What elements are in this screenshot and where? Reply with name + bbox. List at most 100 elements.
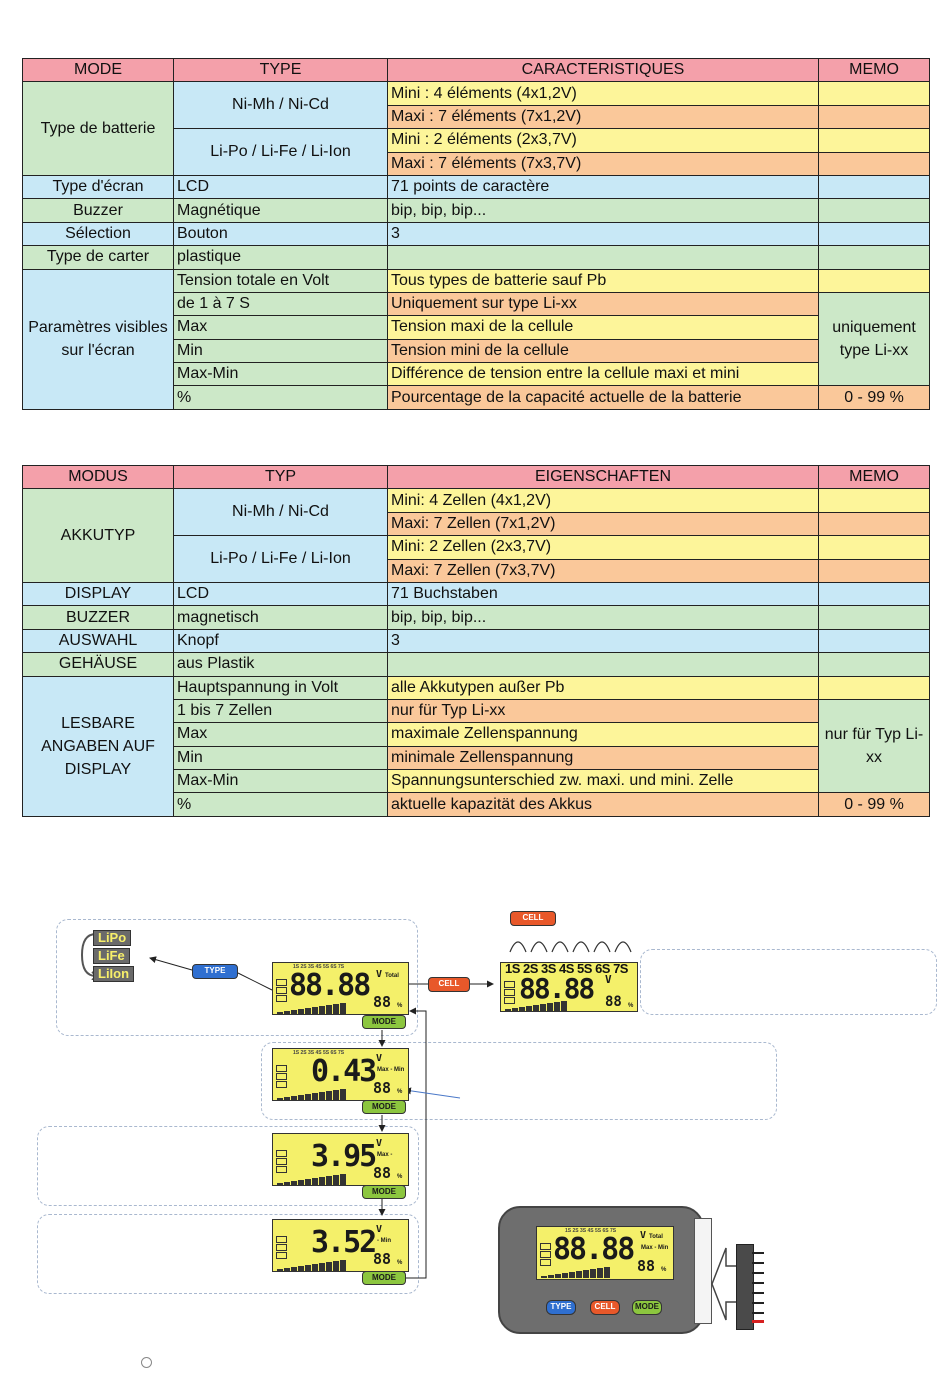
param-carac-cell: maximale Zellenspannung xyxy=(387,722,819,747)
nimh-min-cell: Mini: 4 Zellen (4x1,2V) xyxy=(387,488,819,513)
screen-percent-sign: % xyxy=(397,1003,403,1009)
param-type-cell: % xyxy=(173,792,388,817)
spec-table-de: MODUS TYP EIGENSCHAFTEN MEMO AKKUTYP Ni-… xyxy=(22,464,930,817)
mode-cell: GEHÄUSE xyxy=(22,652,174,677)
screen-value: 88.88 xyxy=(289,968,371,1003)
cell-button-top[interactable]: CELL xyxy=(510,911,556,926)
screen-percent-sign: % xyxy=(397,1174,403,1180)
screen-percent: 88 xyxy=(373,1079,392,1097)
table-row: LESBARE ANGABEN AUF DISPLAY Hauptspannun… xyxy=(22,675,930,817)
param-carac-cell: Différence de tension entre la cellule m… xyxy=(387,362,819,387)
type-cell: plastique xyxy=(173,245,388,270)
memo-cell xyxy=(818,558,930,583)
param-type-cell: Max xyxy=(173,722,388,747)
param-carac-cell: Pourcentage de la capacité actuelle de l… xyxy=(387,385,819,410)
param-carac-cell: Tous types de batterie sauf Pb xyxy=(387,268,819,293)
header-mode: MODUS xyxy=(22,464,174,490)
cell-indicator-row: 1S 2S 3S 4S 5S 6S 7S xyxy=(293,964,345,970)
battery-checker-device: 1S 2S 3S 4S 5S 6S 7S 88.88 V Total Max -… xyxy=(498,1206,704,1334)
annotation-box-maxmin xyxy=(261,1042,777,1120)
type-button[interactable]: TYPE xyxy=(192,964,238,979)
screen-percent: 88 xyxy=(373,993,392,1011)
lcd-screen-maxmin: 1S 2S 3S 4S 5S 6S 7S 0.43 V Max - Min 88… xyxy=(272,1048,409,1101)
table-row: Sélection Bouton 3 xyxy=(22,221,930,247)
screen-percent-sign: % xyxy=(397,1260,403,1266)
param-type-cell: de 1 à 7 S xyxy=(173,291,388,317)
lipo-min-cell: Mini: 2 Zellen (2x3,7V) xyxy=(387,535,819,560)
screen-unit: V xyxy=(605,973,612,986)
chem-label-liion: LiIon xyxy=(93,966,135,982)
params-mode-cell: Paramètres visibles sur l'écran xyxy=(22,268,174,410)
table-row: % Pourcentage de la capacité actuelle de… xyxy=(23,385,930,410)
mode-button[interactable]: MODE xyxy=(362,1015,406,1029)
cell-indicator-row: 1S 2S 3S 4S 5S 6S 7S xyxy=(293,1050,345,1056)
table-row: de 1 à 7 S Uniquement sur type Li-xx uni… xyxy=(23,291,930,387)
carac-cell: 3 xyxy=(387,221,819,247)
memo-li-cell: uniquement type Li-xx xyxy=(818,291,930,387)
header-memo: MEMO xyxy=(818,464,930,490)
nimh-type-cell: Ni-Mh / Ni-Cd xyxy=(173,488,388,537)
param-type-cell: Min xyxy=(173,745,388,771)
lcd-screen-device: 1S 2S 3S 4S 5S 6S 7S 88.88 V Total Max -… xyxy=(536,1226,674,1280)
spec-table-fr: MODE TYPE CARACTERISTIQUES MEMO Type de … xyxy=(22,57,930,410)
param-carac-cell: nur für Typ Li-xx xyxy=(387,698,819,724)
param-type-cell: % xyxy=(173,385,388,410)
annotation-box-cell xyxy=(640,949,937,1015)
params-mode-cell: LESBARE ANGABEN AUF DISPLAY xyxy=(22,675,174,817)
header-type: TYPE xyxy=(173,57,388,83)
screen-unit: V xyxy=(376,1224,383,1235)
memo-cell xyxy=(818,628,930,654)
param-carac-cell: Tension mini de la cellule xyxy=(387,338,819,364)
screen-label: - Min xyxy=(377,1238,391,1244)
table-row: AUSWAHL Knopf 3 xyxy=(22,628,930,654)
param-type-cell: Hauptspannung in Volt xyxy=(173,675,388,700)
header-mode: MODE xyxy=(22,57,174,83)
table-row: Li-Po / Li-Fe / Li-Ion Mini: 2 Zellen (2… xyxy=(23,535,930,583)
table-header-row: MODE TYPE CARACTERISTIQUES MEMO xyxy=(22,57,930,83)
device-mode-button[interactable]: MODE xyxy=(632,1300,662,1315)
table-row: Buzzer Magnétique bip, bip, bip... xyxy=(22,198,930,223)
type-cell: magnetisch xyxy=(173,605,388,630)
nimh-max-cell: Maxi: 7 Zellen (7x1,2V) xyxy=(387,511,819,537)
battery-icons xyxy=(276,979,287,1002)
battery-icons xyxy=(504,981,515,1004)
screen-unit: V xyxy=(376,1138,383,1149)
capacity-bars xyxy=(277,1003,346,1014)
device-cell-button[interactable]: CELL xyxy=(590,1300,620,1315)
screen-percent: 88 xyxy=(373,1164,392,1182)
chem-label-life: LiFe xyxy=(93,948,130,964)
table-row: Maxi: 7 Zellen (7x3,7V) xyxy=(23,558,930,583)
screen-percent-sign: % xyxy=(661,1267,667,1273)
table-row: AKKUTYP Ni-Mh / Ni-Cd Mini: 4 Zellen (4x… xyxy=(22,488,930,583)
screen-label-maxmin: Max - Min xyxy=(641,1245,669,1251)
lcd-screen-cell: 1S 2S 3S 4S 5S 6S 7S 88.88 V 88 % xyxy=(500,962,638,1012)
memo-cell xyxy=(818,605,930,630)
lcd-screen-min: 3.52 V - Min 88 % xyxy=(272,1219,409,1272)
memo-cell xyxy=(818,81,930,106)
memo-cell xyxy=(818,488,930,513)
memo-cell xyxy=(818,245,930,270)
memo-cell xyxy=(818,581,930,607)
mode-button[interactable]: MODE xyxy=(362,1185,406,1199)
cell-button[interactable]: CELL xyxy=(428,977,470,992)
table-row: Type de carter plastique xyxy=(22,245,930,270)
table-row: Max maximale Zellenspannung xyxy=(23,722,930,747)
mode-button[interactable]: MODE xyxy=(362,1100,406,1114)
mode-cell: DISPLAY xyxy=(22,581,174,607)
mode-cell: Sélection xyxy=(22,221,174,247)
mode-button[interactable]: MODE xyxy=(362,1271,406,1285)
screen-percent: 88 xyxy=(637,1257,656,1275)
param-type-cell: Tension totale en Volt xyxy=(173,268,388,293)
screen-value: 88.88 xyxy=(553,1232,635,1267)
memo-pct-cell: 0 - 99 % xyxy=(818,385,930,410)
device-type-button[interactable]: TYPE xyxy=(546,1300,576,1315)
screen-percent-sign: % xyxy=(397,1089,403,1095)
small-circle-icon xyxy=(141,1357,152,1368)
table-row: Maxi : 7 éléments (7x3,7V) xyxy=(23,151,930,176)
balance-connector-icon xyxy=(736,1244,766,1330)
table-row: % aktuelle kapazität des Akkus 0 - 99 % xyxy=(23,792,930,817)
battery-icons xyxy=(540,1243,551,1266)
type-cell: LCD xyxy=(173,174,388,200)
table-row: Type de batterie Ni-Mh / Ni-Cd Mini : 4 … xyxy=(22,81,930,176)
